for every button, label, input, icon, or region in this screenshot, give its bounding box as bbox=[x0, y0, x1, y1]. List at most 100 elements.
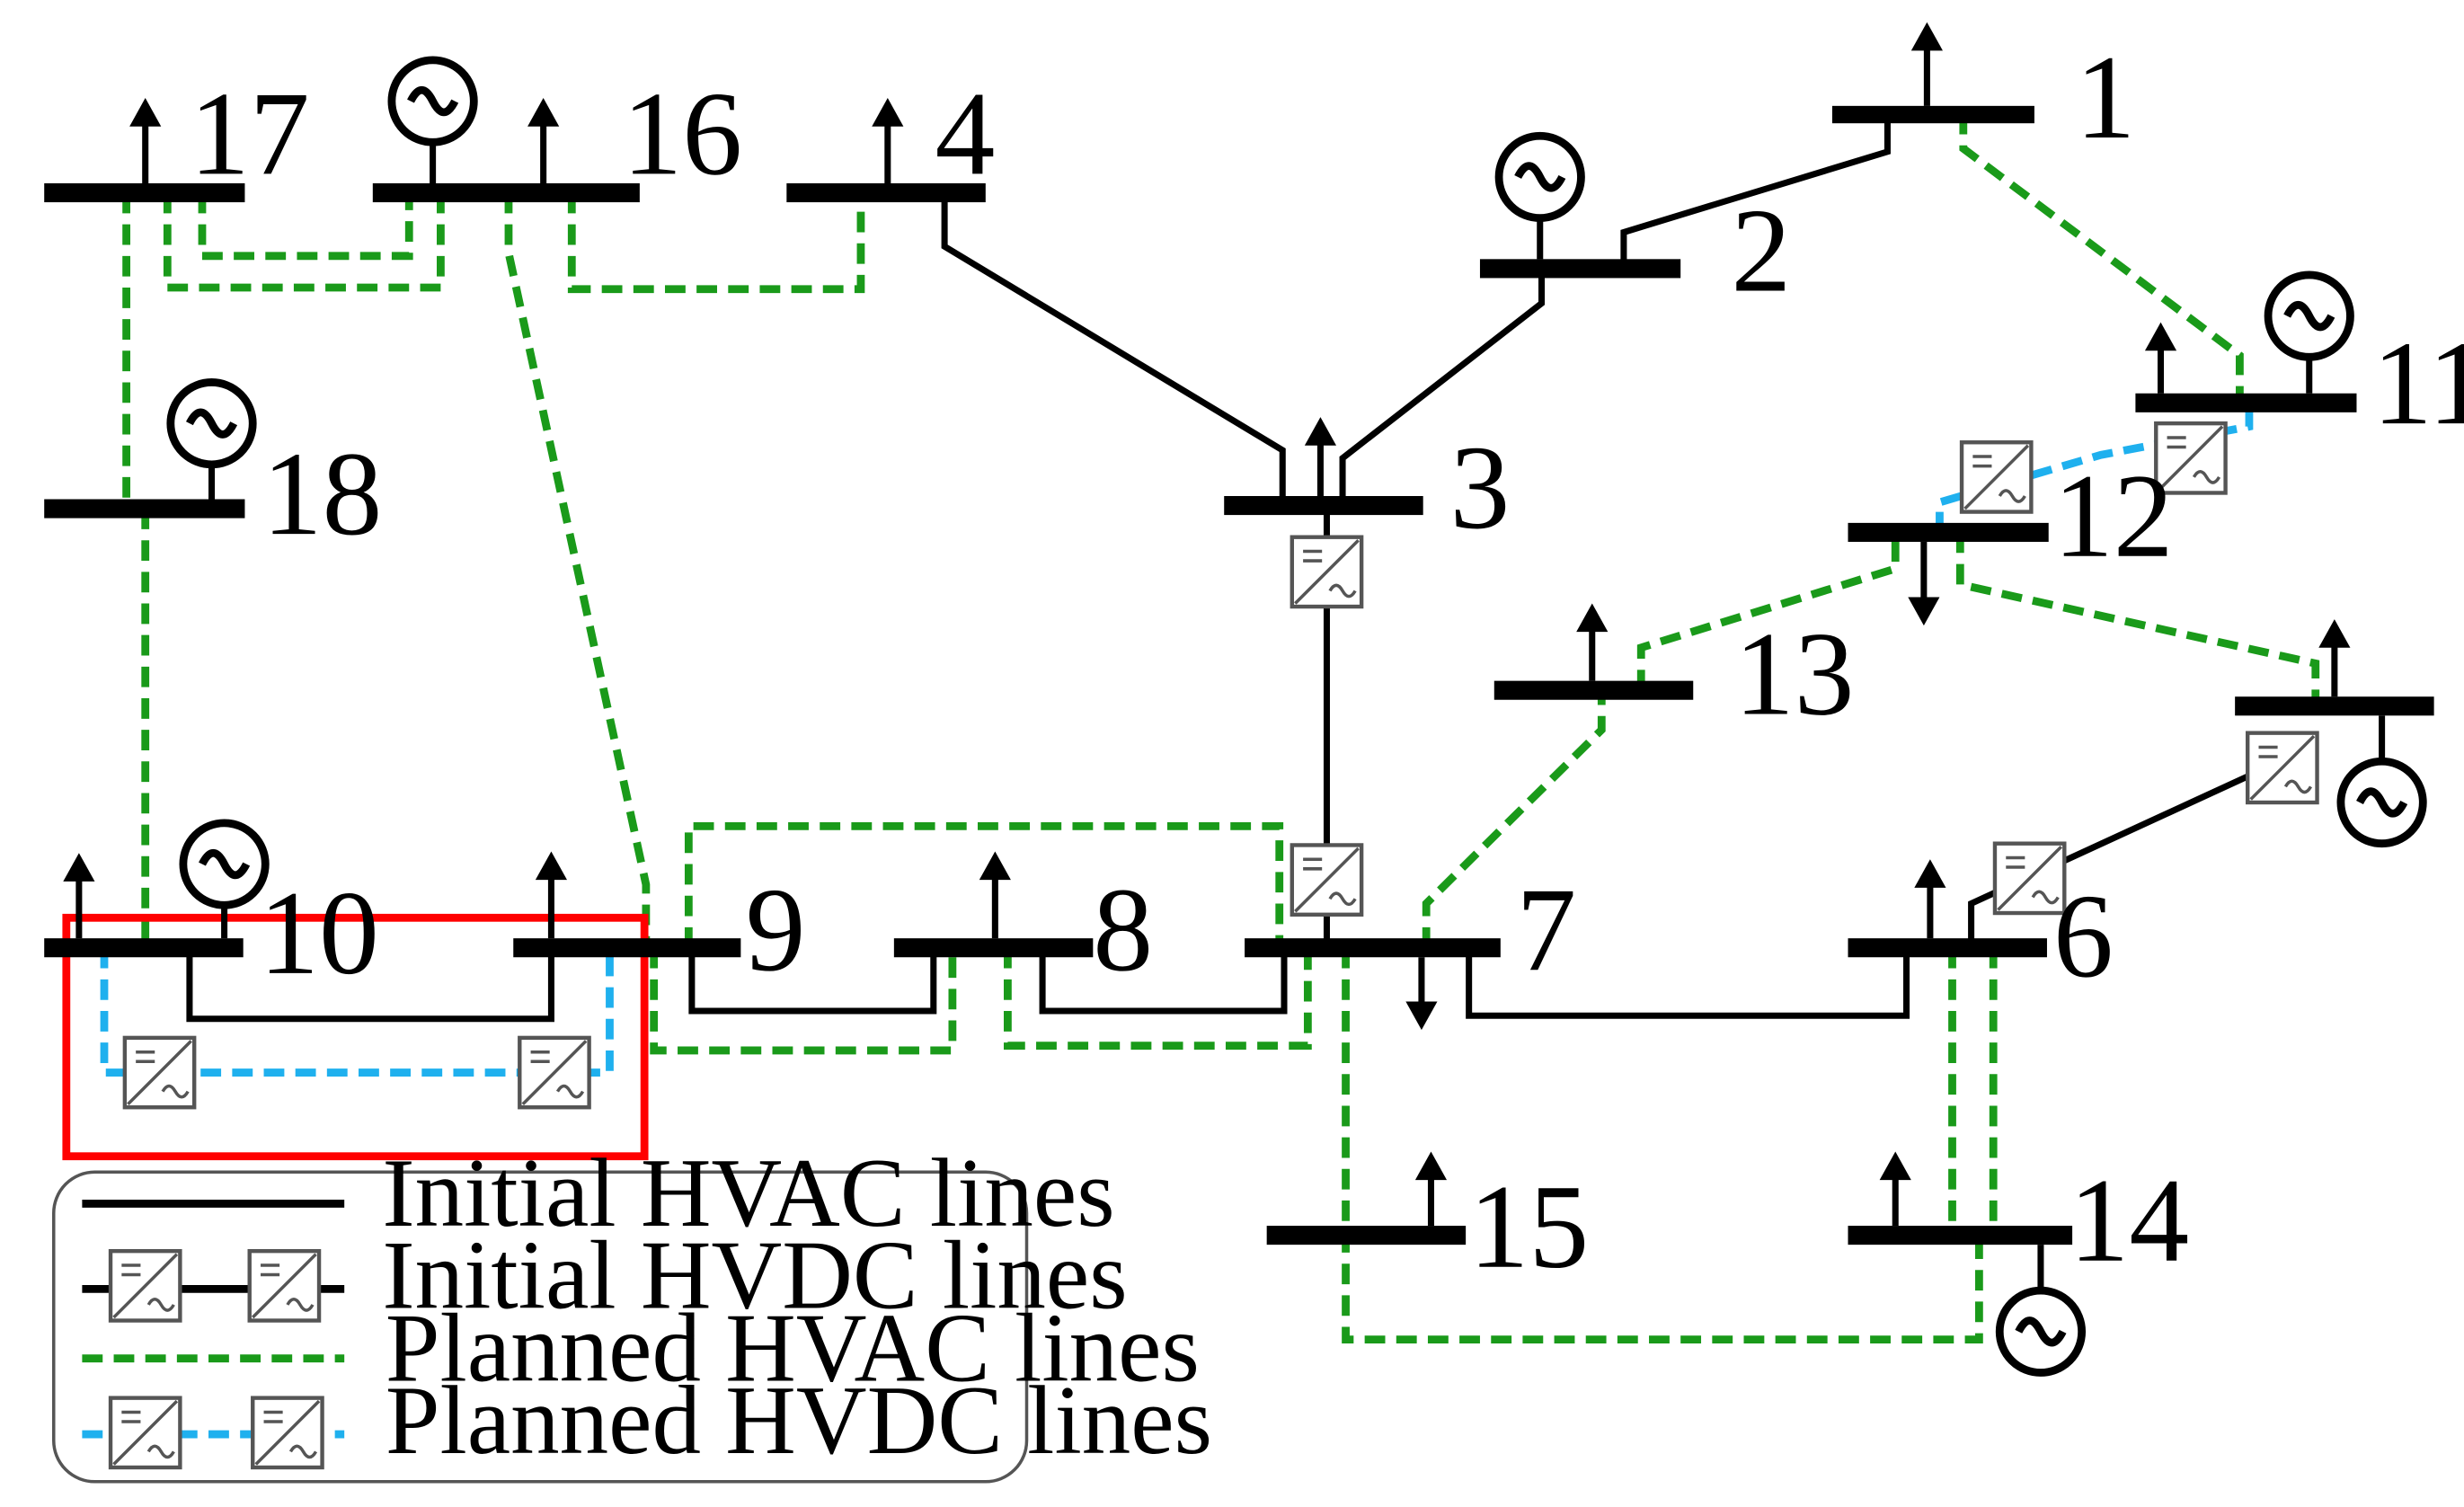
load-arrow-icon bbox=[129, 98, 162, 183]
planned-hvdc-lines bbox=[100, 403, 2254, 1077]
converter-icon bbox=[253, 1398, 322, 1467]
highlight-box bbox=[62, 913, 649, 1161]
converter-icon bbox=[125, 1038, 194, 1107]
line-2-3 bbox=[1339, 268, 1546, 506]
load-arrow-icon bbox=[535, 851, 568, 939]
converter-icon bbox=[1292, 845, 1361, 914]
line-13-12 bbox=[1636, 532, 1900, 691]
line-9-7 bbox=[684, 821, 1284, 948]
generator-icon bbox=[1999, 1245, 2081, 1372]
bus-6-bar bbox=[1848, 938, 2047, 958]
initial-hvac-lines bbox=[186, 113, 2268, 1023]
load-arrow-icon bbox=[979, 851, 1011, 939]
legend-swatch-initial-hvdc bbox=[82, 1251, 345, 1320]
line-7-6 bbox=[1466, 947, 1910, 1019]
line-4-3 bbox=[941, 192, 1286, 506]
converter-icon bbox=[2247, 733, 2317, 802]
load-arrow-icon bbox=[1414, 1151, 1448, 1227]
legend-planned-hvac: Planned HVAC lines bbox=[386, 1293, 1200, 1402]
load-arrow-icon bbox=[2144, 322, 2177, 394]
line-9-8 bbox=[688, 947, 937, 1015]
load-arrow-icon bbox=[1304, 417, 1337, 496]
bus-label-14: 14 bbox=[2070, 1154, 2190, 1287]
converter-icon bbox=[111, 1398, 180, 1467]
bus-label-13: 13 bbox=[1734, 607, 1855, 740]
line-10-9 bbox=[186, 947, 554, 1023]
loads bbox=[63, 22, 2351, 1227]
load-arrow-icon bbox=[1908, 541, 1940, 626]
legend-swatch-planned-hvdc bbox=[82, 1398, 345, 1467]
bus-15-bar bbox=[1266, 1226, 1467, 1245]
line-16-4 bbox=[567, 192, 865, 294]
planned-hvac-lines bbox=[122, 113, 2320, 1343]
bus-label-9: 9 bbox=[746, 863, 806, 996]
bus-18-bar bbox=[44, 499, 245, 519]
converter-icon bbox=[111, 1251, 180, 1320]
line-17-16-b bbox=[198, 192, 413, 261]
bus-label-6: 6 bbox=[2053, 869, 2114, 1002]
bus-10-bar bbox=[44, 938, 244, 958]
bus-label-12: 12 bbox=[2053, 449, 2174, 582]
bus-7-bar bbox=[1245, 938, 1501, 958]
legend-initial-hvac: Initial HVAC lines bbox=[382, 1139, 1114, 1247]
bus-label-17: 17 bbox=[190, 66, 310, 199]
line-12-11-hvdc bbox=[1936, 403, 2254, 533]
bus-label-4: 4 bbox=[935, 66, 996, 199]
bus-1-bar bbox=[1831, 105, 2034, 124]
load-arrow-icon bbox=[1879, 1151, 1911, 1227]
load-arrow-icon bbox=[1914, 859, 1946, 939]
bus-label-10: 10 bbox=[259, 866, 379, 999]
line-7-13 bbox=[1422, 690, 1606, 948]
bus-12-bar bbox=[1848, 522, 2049, 542]
generator-icon bbox=[1499, 136, 1581, 260]
line-6-hvdc bbox=[1968, 765, 2268, 948]
generators bbox=[171, 60, 2423, 1373]
line-9-8-b bbox=[650, 947, 957, 1055]
bus-4-bar bbox=[786, 182, 986, 203]
bus-16-bar bbox=[372, 182, 640, 203]
line-8-7 bbox=[1039, 947, 1288, 1015]
bus-label-2: 2 bbox=[1731, 183, 1791, 316]
bus-17-bar bbox=[44, 182, 245, 203]
legend-planned-hvdc: Planned HVDC lines bbox=[386, 1366, 1212, 1475]
converter-icon bbox=[1292, 537, 1361, 607]
line-1-11 bbox=[1959, 113, 2244, 403]
bus-13-bar bbox=[1493, 680, 1694, 700]
generator-icon bbox=[2268, 275, 2350, 394]
line-8-7-b bbox=[1004, 947, 1312, 1050]
bus-11-bar bbox=[2135, 393, 2357, 412]
load-arrow-icon bbox=[1576, 603, 1609, 681]
converter-icon bbox=[250, 1251, 319, 1320]
load-arrow-icon bbox=[527, 98, 560, 183]
bus-label-1: 1 bbox=[2076, 31, 2136, 164]
bus-label-18: 18 bbox=[262, 427, 383, 560]
bus-label-16: 16 bbox=[623, 66, 743, 199]
line-7-15-14 bbox=[1342, 947, 1983, 1343]
bus-labels: 1 2 3 4 6 7 8 9 10 11 12 13 14 15 16 17 … bbox=[190, 31, 2464, 1293]
legend: Initial HVAC lines Initial HVDC lines Pl… bbox=[52, 1139, 1212, 1484]
bus-2-bar bbox=[1479, 259, 1681, 279]
bus-label-11: 11 bbox=[2372, 316, 2464, 449]
load-arrow-icon bbox=[1405, 957, 1438, 1031]
generator-icon bbox=[171, 382, 253, 500]
line-16-9 bbox=[504, 192, 651, 948]
line-1-2 bbox=[1620, 113, 1891, 269]
load-arrow-icon bbox=[872, 98, 904, 183]
legend-initial-hvdc: Initial HVDC lines bbox=[382, 1220, 1127, 1329]
converter-icon bbox=[1962, 442, 2031, 511]
bus-label-7: 7 bbox=[1516, 863, 1576, 996]
bus-gen-bar bbox=[2235, 696, 2434, 716]
bus-3-bar bbox=[1224, 495, 1423, 516]
bus-bars bbox=[44, 105, 2434, 1245]
bus-14-bar bbox=[1848, 1226, 2073, 1245]
bus-8-bar bbox=[893, 938, 1094, 958]
bus-label-3: 3 bbox=[1450, 421, 1511, 554]
bus-label-8: 8 bbox=[1093, 863, 1153, 996]
load-arrow-icon bbox=[63, 853, 95, 939]
generator-icon bbox=[2341, 715, 2423, 843]
bus-label-15: 15 bbox=[1469, 1160, 1590, 1293]
bus-9-bar bbox=[513, 938, 741, 958]
converter-icon bbox=[519, 1038, 589, 1107]
